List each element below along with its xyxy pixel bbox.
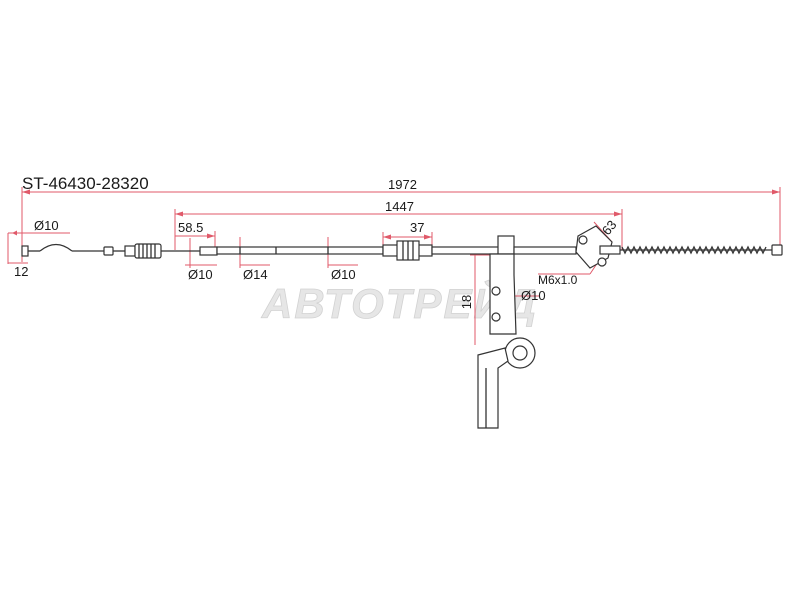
- conduit-mid: [431, 246, 503, 255]
- conduit: [216, 246, 384, 255]
- thread-label: M6x1.0: [538, 273, 578, 287]
- cable-assembly: [21, 225, 783, 335]
- end-diameter-label: Ø10: [34, 218, 59, 233]
- conduit-right: [513, 246, 577, 255]
- dimension-diameter-a: Ø10: [185, 238, 217, 282]
- diameter-c-label: Ø10: [331, 267, 356, 282]
- ferrule-collar: [124, 245, 136, 257]
- part-number: ST-46430-28320: [22, 174, 149, 193]
- dimension-diameter-c: Ø10: [327, 237, 358, 282]
- diameter-a-label: Ø10: [188, 267, 213, 282]
- cable-sleeve: [382, 240, 433, 261]
- cable-clip: [39, 243, 73, 252]
- boot-length-label: 58.5: [178, 220, 203, 235]
- dimension-overall-length: 1972: [21, 177, 781, 262]
- end-length-label: 12: [14, 264, 28, 279]
- bracket-detail-view: [477, 337, 536, 429]
- diameter-b-label: Ø14: [243, 267, 268, 282]
- ferrule: [103, 246, 114, 256]
- dimension-end-diameter: Ø10: [7, 218, 70, 264]
- dimension-boot-length: 58.5: [175, 220, 216, 250]
- bracket-height-label: 18: [459, 295, 474, 309]
- cable-end-left: [21, 245, 29, 257]
- return-spring: [620, 245, 772, 255]
- bracket-clamp: [497, 235, 515, 255]
- cable-end-right: [771, 244, 783, 256]
- dimension-bracket-height: 18: [459, 254, 490, 345]
- overall-length-label: 1972: [388, 177, 417, 192]
- cable-length-label: 1447: [385, 199, 414, 214]
- dimension-cable-length: 1447: [174, 199, 623, 250]
- collar: [199, 246, 218, 256]
- mounting-bracket: [489, 253, 517, 335]
- cable-boot: [134, 243, 162, 259]
- bracket-hole-label: Ø10: [521, 288, 546, 303]
- dimension-end-length: 12: [8, 262, 28, 279]
- sleeve-length-label: 37: [410, 220, 424, 235]
- dimension-sleeve-length: 37: [382, 220, 433, 248]
- end-fitting: [575, 225, 621, 269]
- dimension-diameter-b: Ø14: [239, 237, 270, 282]
